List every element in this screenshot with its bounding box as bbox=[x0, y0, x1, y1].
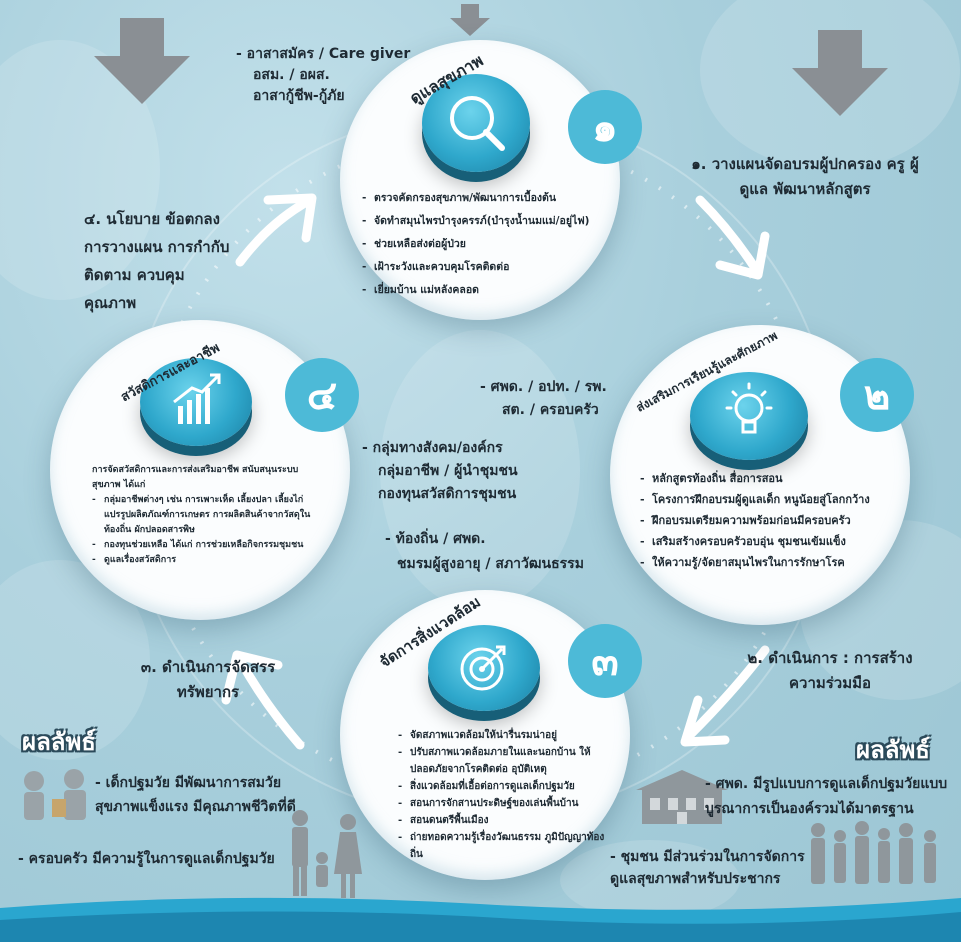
list-item: กลุ่มอาชีพต่างๆ เช่น การเพาะเห็ด เลี้ยงป… bbox=[92, 493, 322, 538]
lightbulb-icon bbox=[725, 382, 773, 434]
children-illustration bbox=[24, 769, 86, 820]
note-line: กลุ่มอาชีพ / ผู้นำชุมชน bbox=[378, 463, 518, 479]
results-left-heading: ผลลัพธ์ bbox=[22, 728, 96, 756]
note-line: สต. / ครอบครัว bbox=[502, 402, 599, 418]
list-item: เฝ้าระวังและควบคุมโรคติดต่อ bbox=[362, 256, 612, 279]
bottom-wave bbox=[0, 897, 961, 942]
learning-number-badge: ๒ bbox=[840, 358, 914, 432]
list-item: เยี่ยมบ้าน แม่หลังคลอด bbox=[362, 279, 612, 302]
list-item: ช่วยเหลือส่งต่อผู้ป่วย bbox=[362, 233, 612, 256]
note-line: - ศพด. / อปท. / รพ. bbox=[480, 379, 607, 395]
note-line: - อาสาสมัคร / Care giver bbox=[236, 46, 411, 62]
results-left-item: - ครอบครัว มีความรู้ในการดูแลเด็กปฐมวัย bbox=[18, 851, 275, 867]
welfare-number-badge: ๔ bbox=[285, 358, 359, 432]
step-three-label: ๓. ดำเนินการจัดสรร ทรัพยากร bbox=[140, 658, 276, 701]
down-arrow-icon bbox=[450, 4, 490, 36]
note-line: - ท้องถิ่น / ศพด. bbox=[385, 531, 486, 547]
results-right-heading: ผลลัพธ์ bbox=[856, 736, 930, 764]
learning-icon-ball bbox=[690, 372, 808, 460]
center-note-partners: - ศพด. / อปท. / รพ. สต. / ครอบครัว bbox=[480, 376, 607, 422]
note-line: อสม. / อผส. bbox=[253, 67, 330, 83]
step-two-label: ๒. ดำเนินการ : การสร้าง ความร่วมมือ bbox=[747, 649, 913, 692]
growth-chart-icon bbox=[173, 373, 221, 424]
note-line: กองทุนสวัสดิการชุมชน bbox=[378, 486, 517, 502]
list-item: กองทุนช่วยเหลือ ได้แก่ การช่วยเหลือกิจกร… bbox=[92, 538, 322, 553]
note-line: อาสากู้ชีพ-กู้ภัย bbox=[253, 88, 345, 104]
environment-icon-ball bbox=[428, 625, 540, 711]
target-icon bbox=[460, 645, 506, 691]
down-arrow-icon bbox=[792, 30, 888, 116]
list-item: โครงการฝึกอบรมผู้ดูแลเด็ก หนูน้อยสู่โลกก… bbox=[640, 489, 900, 510]
family-illustration bbox=[292, 810, 362, 898]
volunteer-note: - อาสาสมัคร / Care giver อสม. / อผส. อาส… bbox=[236, 44, 410, 107]
results-right-item: - ชุมชน มีส่วนร่วมในการจัดการ ดูแลสุขภาพ… bbox=[610, 849, 805, 887]
learning-list: หลักสูตรท้องถิ่น สื่อการสอน โครงการฝึกอบ… bbox=[640, 468, 900, 573]
health-icon-ball bbox=[422, 74, 530, 172]
list-item: หลักสูตรท้องถิ่น สื่อการสอน bbox=[640, 468, 900, 489]
childcare-center-illustration bbox=[636, 770, 728, 824]
list-item: จัดทำสมุนไพรบำรุงครรภ์(บำรุงน้ำนมแม่/อยู… bbox=[362, 210, 612, 233]
environment-list: จัดสภาพแวดล้อมให้น่ารื่นรมน่าอยู่ ปรับสภ… bbox=[398, 727, 608, 863]
list-item: จัดสภาพแวดล้อมให้น่ารื่นรมน่าอยู่ bbox=[398, 727, 608, 744]
welfare-text: การจัดสวัสดิการและการส่งเสริมอาชีพ สนับส… bbox=[92, 463, 322, 568]
list-item: ให้ความรู้/จัดยาสมุนไพรในการรักษาโรค bbox=[640, 552, 900, 573]
health-list: ตรวจคัดกรองสุขภาพ/พัฒนาการเบื้องต้น จัดท… bbox=[362, 187, 612, 302]
list-item: ถ่ายทอดความรู้เรื่องวัฒนธรรม ภูมิปัญญาท้… bbox=[398, 829, 608, 863]
list-item: สิ่งแวดล้อมที่เอื้อต่อการดูแลเด็กปฐมวัย bbox=[398, 778, 608, 795]
note-line: - กลุ่มทางสังคม/องค์กร bbox=[362, 440, 503, 456]
welfare-intro: การจัดสวัสดิการและการส่งเสริมอาชีพ สนับส… bbox=[92, 465, 299, 490]
environment-number-badge: ๓ bbox=[568, 624, 642, 698]
list-item: เสริมสร้างครอบครัวอบอุ่น ชุมชนเข้มแข็ง bbox=[640, 531, 900, 552]
list-item: ปรับสภาพแวดล้อมภายในและนอกบ้าน ให้ปลอดภั… bbox=[398, 744, 608, 778]
list-item: ตรวจคัดกรองสุขภาพ/พัฒนาการเบื้องต้น bbox=[362, 187, 612, 210]
list-item: สอนการจักสานประดิษฐ์ของเล่นพื้นบ้าน bbox=[398, 795, 608, 812]
step-one-label: ๑. วางแผนจัดอบรมผู้ปกครอง ครู ผู้ดูแล พั… bbox=[691, 155, 919, 198]
center-note-groups: - กลุ่มทางสังคม/องค์กร กลุ่มอาชีพ / ผู้น… bbox=[362, 437, 518, 506]
results-right-item: - ศพด. มีรูปแบบการดูแลเด็กปฐมวัยแบบ บูรณ… bbox=[705, 776, 948, 817]
background-blob bbox=[380, 330, 580, 610]
results-left-item: - เด็กปฐมวัย มีพัฒนาการสมวัย สุขภาพแข็งแ… bbox=[95, 775, 296, 815]
list-item: สอนดนตรีพื้นเมือง bbox=[398, 812, 608, 829]
community-illustration bbox=[811, 821, 936, 884]
down-arrow-icon bbox=[94, 18, 190, 104]
magnifier-icon bbox=[450, 96, 505, 151]
step-four-label: ๔. นโยบาย ข้อตกลง การวางแผน การกำกับติดต… bbox=[84, 210, 230, 312]
list-item: ดูแลเรื่องสวัสดิการ bbox=[92, 553, 322, 568]
welfare-icon-ball bbox=[140, 358, 252, 446]
note-line: ชมรมผู้สูงอายุ / สภาวัฒนธรรม bbox=[397, 556, 584, 572]
center-note-community: - ท้องถิ่น / ศพด. ชมรมผู้สูงอายุ / สภาวั… bbox=[385, 527, 584, 577]
list-item: ฝึกอบรมเตรียมความพร้อมก่อนมีครอบครัว bbox=[640, 510, 900, 531]
welfare-list: กลุ่มอาชีพต่างๆ เช่น การเพาะเห็ด เลี้ยงป… bbox=[92, 493, 322, 568]
health-number-badge: ๑ bbox=[568, 90, 642, 164]
